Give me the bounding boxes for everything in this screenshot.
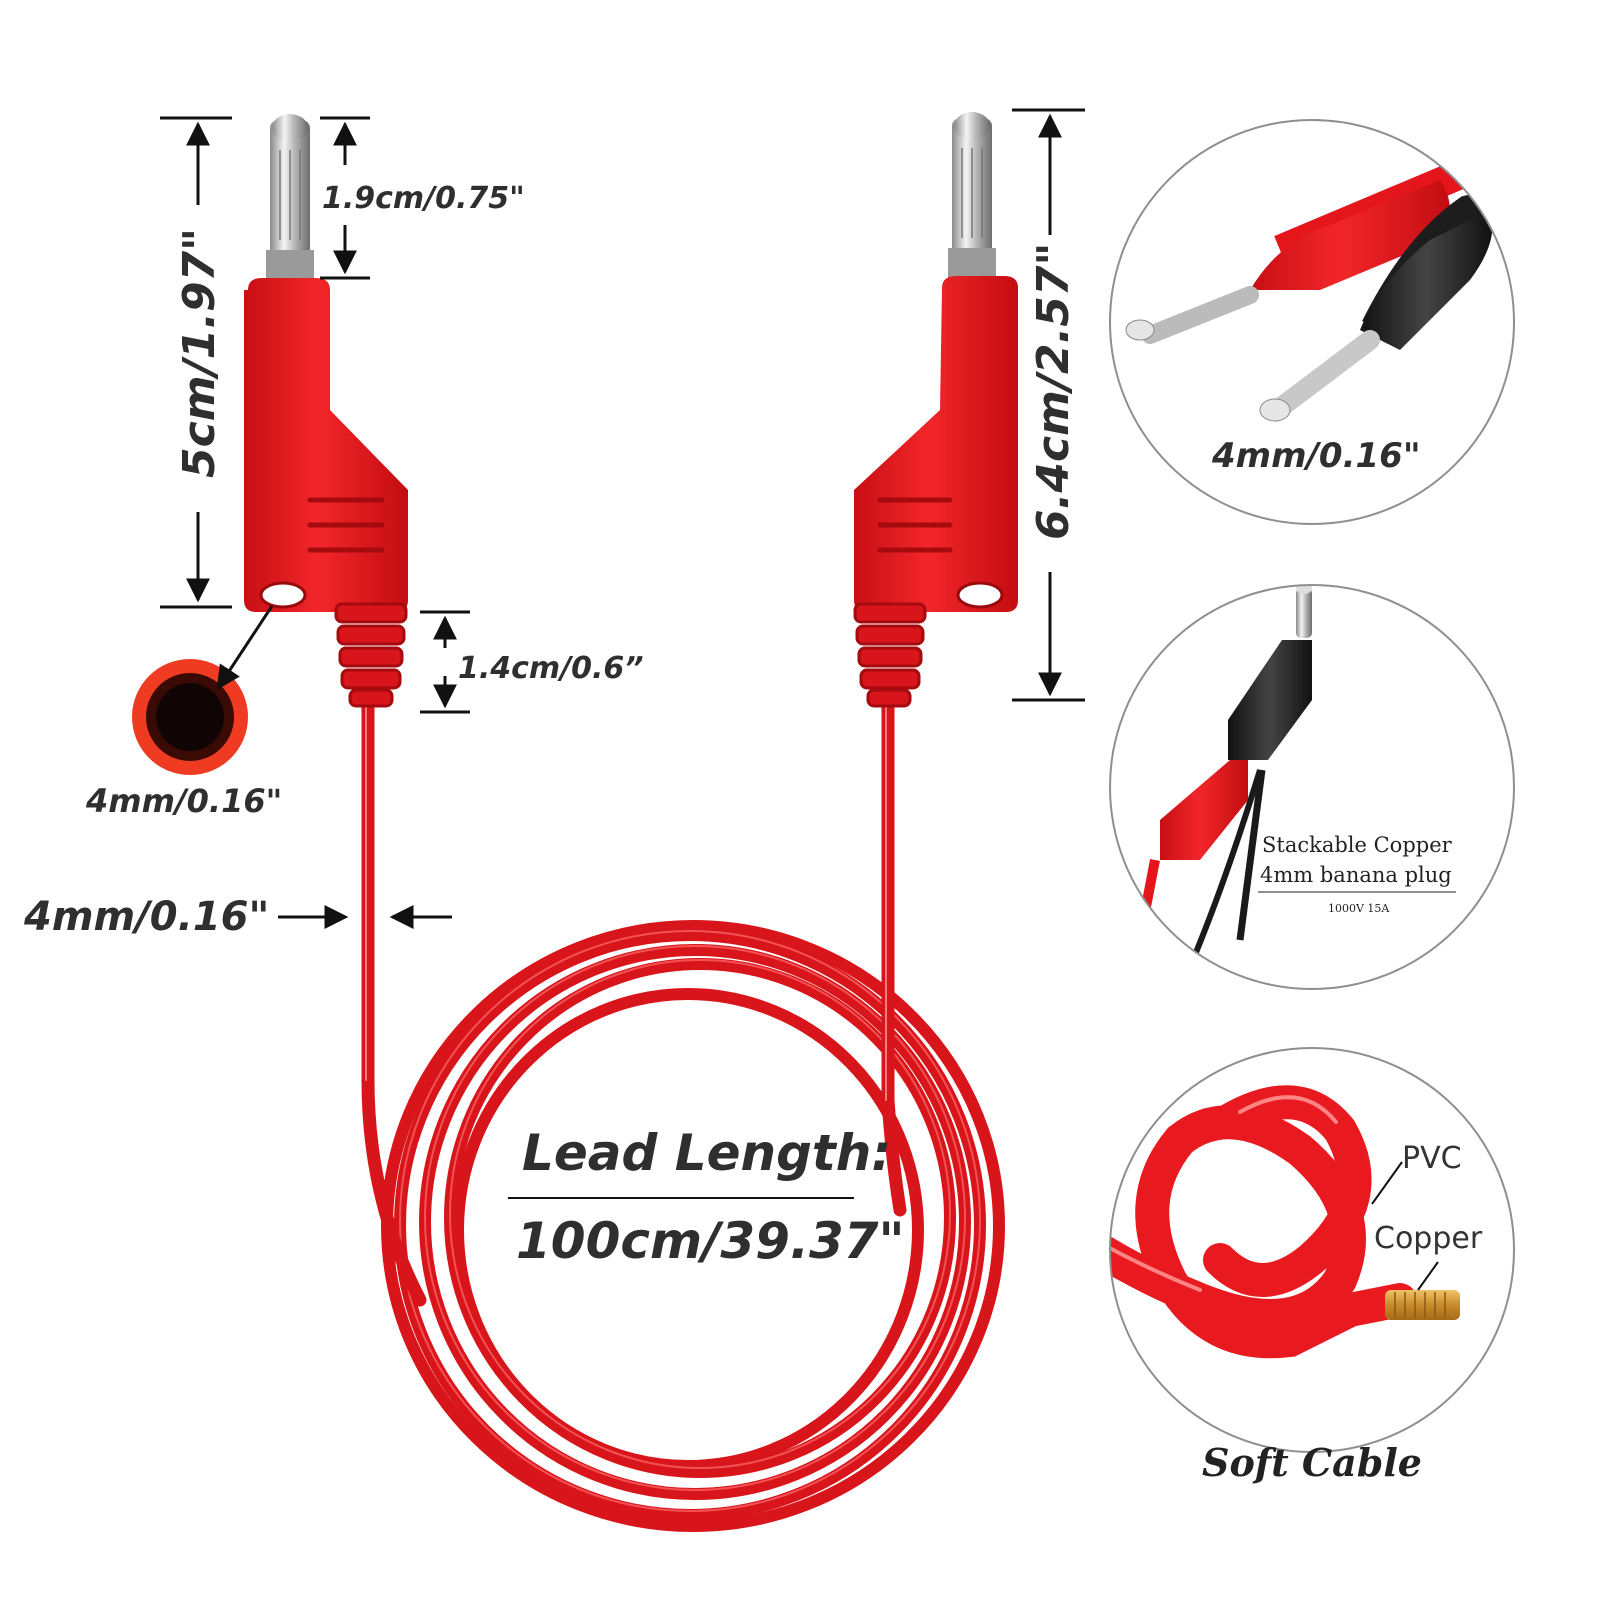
- pvc-label: PVC: [1402, 1141, 1462, 1176]
- cable-diameter-label: 4mm/0.16": [23, 894, 269, 940]
- strain-relief-label: 1.4cm/0.6”: [458, 651, 644, 686]
- stackable-line2: 4mm banana plug: [1260, 863, 1452, 887]
- tip-length-label: 1.9cm/0.75": [322, 181, 525, 216]
- callout-stackable: Stackable Copper 4mm banana plug 1000V 1…: [1109, 584, 1515, 990]
- right-plug-length-label: 6.4cm/2.57": [1028, 243, 1079, 540]
- dimension-lines: [160, 108, 1085, 1199]
- stackable-line1: Stackable Copper: [1262, 833, 1453, 857]
- right-banana-plug: [853, 112, 1018, 708]
- left-banana-plug: [244, 114, 408, 708]
- cable-coil: [361, 693, 1005, 1532]
- copper-label: Copper: [1374, 1221, 1483, 1256]
- socket-diameter-label: 4mm/0.16": [85, 782, 282, 820]
- left-plug-length-label: 5cm/1.97": [174, 228, 225, 478]
- socket-zoom-icon: [132, 605, 274, 775]
- lead-length-value: 100cm/39.37": [516, 1212, 905, 1270]
- pin-diameter-label: 4mm/0.16": [1211, 436, 1421, 476]
- callout-pin-closeup: 4mm/0.16": [1109, 119, 1515, 525]
- callout-soft-cable: PVC Copper: [1109, 1047, 1515, 1453]
- soft-cable-caption: Soft Cable: [1202, 1440, 1422, 1485]
- lead-length-title: Lead Length:: [522, 1124, 891, 1182]
- rating-label: 1000V 15A: [1328, 902, 1390, 915]
